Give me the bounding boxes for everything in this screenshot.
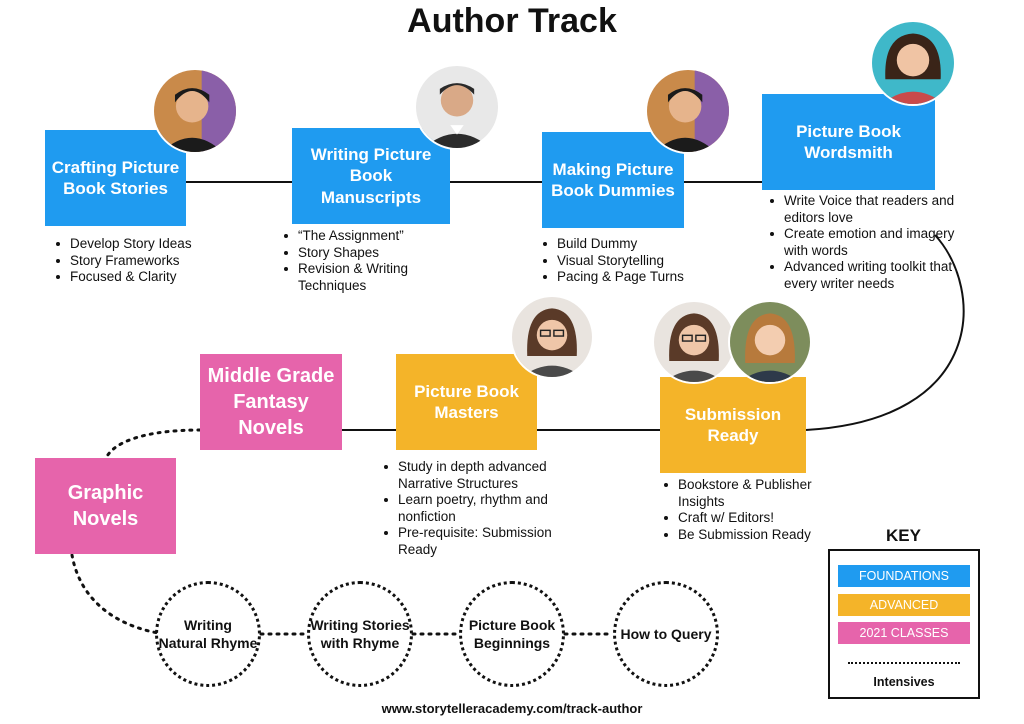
dummies-bullets: Build Dummy Visual Storytelling Pacing &…: [539, 236, 737, 286]
wordsmith-bullets: Write Voice that readers and editors lov…: [766, 193, 964, 292]
list-item: Learn poetry, rhythm and nonfiction: [384, 492, 588, 525]
course-picture-book-masters[interactable]: Picture Book Masters: [396, 354, 537, 450]
list-item: Pacing & Page Turns: [543, 269, 737, 286]
key-advanced: ADVANCED: [838, 594, 970, 616]
key-2021-classes: 2021 CLASSES: [838, 622, 970, 644]
list-item: Focused & Clarity: [56, 269, 250, 286]
footer-url[interactable]: www.storytelleracademy.com/track-author: [381, 701, 643, 716]
intensive-writing-natural-rhyme[interactable]: Writing Natural Rhyme: [155, 581, 261, 687]
intensive-how-to-query[interactable]: How to Query: [613, 581, 719, 687]
instructor-photo: [728, 300, 812, 384]
instructor-photo: [652, 300, 736, 384]
course-crafting-picture-book-stories[interactable]: Crafting Picture Book Stories: [45, 130, 186, 226]
page-title: Author Track: [407, 2, 617, 40]
instructor-photo: [152, 68, 238, 154]
masters-bullets: Study in depth advanced Narrative Struct…: [380, 459, 588, 558]
course-writing-picture-book-manuscripts[interactable]: Writing Picture Book Manuscripts: [292, 128, 450, 224]
instructor-photo: [414, 64, 500, 150]
instructor-photo: [510, 295, 594, 379]
course-picture-book-wordsmith[interactable]: Picture Book Wordsmith: [762, 94, 935, 190]
course-submission-ready[interactable]: Submission Ready: [660, 377, 806, 473]
list-item: Be Submission Ready: [664, 527, 858, 544]
intensive-writing-stories-with-rhyme[interactable]: Writing Stories with Rhyme: [307, 581, 413, 687]
list-item: Build Dummy: [543, 236, 737, 253]
key-legend: FOUNDATIONS ADVANCED 2021 CLASSES Intens…: [828, 549, 980, 699]
list-item: Create emotion and imagery with words: [770, 226, 964, 259]
submission-bullets: Bookstore & Publisher Insights Craft w/ …: [660, 477, 858, 543]
list-item: “The Assignment”: [284, 228, 448, 245]
intensive-picture-book-beginnings[interactable]: Picture Book Beginnings: [459, 581, 565, 687]
list-item: Develop Story Ideas: [56, 236, 250, 253]
key-title: KEY: [886, 526, 921, 545]
crafting-bullets: Develop Story Ideas Story Frameworks Foc…: [52, 236, 250, 286]
course-graphic-novels[interactable]: Graphic Novels: [35, 458, 176, 554]
list-item: Visual Storytelling: [543, 253, 737, 270]
list-item: Pre-requisite: Submission Ready: [384, 525, 588, 558]
course-making-picture-book-dummies[interactable]: Making Picture Book Dummies: [542, 132, 684, 228]
list-item: Revision & Writing Techniques: [284, 261, 448, 294]
instructor-photo: [870, 20, 956, 106]
list-item: Bookstore & Publisher Insights: [664, 477, 858, 510]
manuscripts-bullets: “The Assignment” Story Shapes Revision &…: [280, 228, 448, 294]
key-intensives: Intensives: [873, 675, 935, 689]
list-item: Story Frameworks: [56, 253, 250, 270]
key-intensives-marker: [848, 662, 960, 664]
list-item: Story Shapes: [284, 245, 448, 262]
list-item: Craft w/ Editors!: [664, 510, 858, 527]
instructor-photo: [645, 68, 731, 154]
key-foundations: FOUNDATIONS: [838, 565, 970, 587]
list-item: Write Voice that readers and editors lov…: [770, 193, 964, 226]
list-item: Study in depth advanced Narrative Struct…: [384, 459, 588, 492]
list-item: Advanced writing toolkit that every writ…: [770, 259, 964, 292]
course-middle-grade-fantasy-novels[interactable]: Middle Grade Fantasy Novels: [200, 354, 342, 450]
